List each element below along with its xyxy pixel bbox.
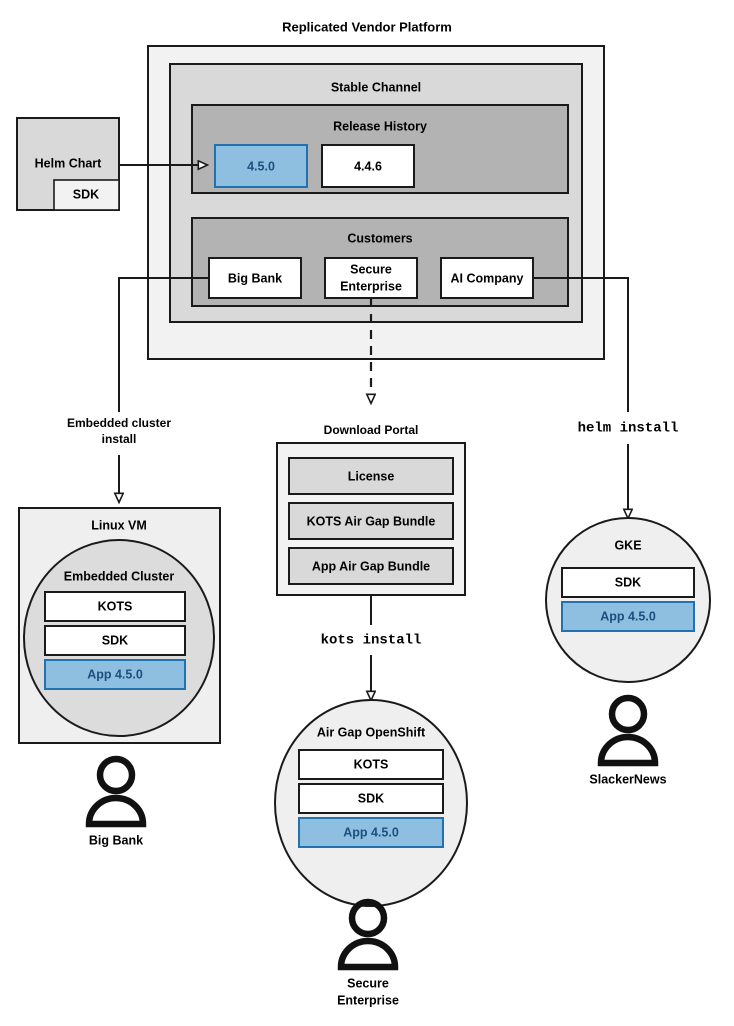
page-title: Replicated Vendor Platform bbox=[282, 19, 452, 34]
customer-secure-enterprise[interactable] bbox=[324, 257, 418, 299]
artifact-app-air-gap-bundle[interactable] bbox=[288, 547, 454, 585]
user-icon-secure-enterprise bbox=[337, 898, 399, 971]
release-card-4-5-0[interactable] bbox=[214, 144, 308, 188]
openshift-component-app[interactable] bbox=[298, 817, 444, 848]
artifact-kots-air-gap-bundle-label: KOTS Air Gap Bundle bbox=[307, 514, 436, 528]
customers-label: Customers bbox=[347, 231, 412, 245]
artifact-license-label: License bbox=[348, 469, 395, 483]
user-label-slackernews: SlackerNews bbox=[589, 772, 666, 786]
release-history-label: Release History bbox=[333, 119, 427, 133]
user-icon-big-bank bbox=[85, 755, 147, 828]
user-label-big-bank: Big Bank bbox=[89, 833, 143, 847]
linux-vm-component-kots-label: KOTS bbox=[98, 599, 133, 613]
helm-chart-label: Helm Chart bbox=[35, 156, 103, 170]
customer-big-bank[interactable] bbox=[208, 257, 302, 299]
openshift-component-app-label: App 4.5.0 bbox=[343, 825, 399, 839]
gke-component-app-label: App 4.5.0 bbox=[600, 609, 656, 623]
flow-kots-install-label: kots install bbox=[321, 633, 422, 649]
customer-ai-company-label: AI Company bbox=[451, 271, 524, 285]
release-card-4-4-6-label: 4.4.6 bbox=[354, 159, 382, 173]
helm-chart-sdk-label: SDK bbox=[73, 187, 99, 201]
stable-channel-label: Stable Channel bbox=[331, 80, 421, 94]
target-air-gap-openshift-label: Air Gap OpenShift bbox=[317, 725, 426, 739]
openshift-component-kots-label: KOTS bbox=[354, 757, 389, 771]
artifact-kots-air-gap-bundle[interactable] bbox=[288, 502, 454, 540]
target-gke-ellipse bbox=[545, 517, 711, 683]
openshift-component-sdk[interactable] bbox=[298, 783, 444, 814]
target-linux-vm-label: Linux VM bbox=[91, 518, 147, 532]
flow-helm-install-label: helm install bbox=[578, 421, 679, 437]
release-card-4-5-0-label: 4.5.0 bbox=[247, 159, 275, 173]
linux-vm-component-kots[interactable] bbox=[44, 591, 186, 622]
user-label-secure-enterprise-line1: Secure bbox=[347, 976, 389, 990]
download-portal-title: Download Portal bbox=[324, 423, 419, 437]
connector-ai-company-to-helm bbox=[533, 277, 629, 412]
helm-chart-sdk-box bbox=[53, 179, 120, 211]
flow-embedded-label-line1: Embedded cluster bbox=[67, 416, 171, 430]
flow-embedded-label-line2: install bbox=[102, 432, 137, 446]
linux-vm-component-app[interactable] bbox=[44, 659, 186, 690]
customer-secure-enterprise-label-line1: Secure bbox=[350, 262, 392, 276]
target-gke-label: GKE bbox=[614, 538, 641, 552]
release-card-4-4-6[interactable] bbox=[321, 144, 415, 188]
gke-component-sdk-label: SDK bbox=[615, 575, 641, 589]
user-icon-slackernews bbox=[597, 694, 659, 767]
openshift-component-sdk-label: SDK bbox=[358, 791, 384, 805]
openshift-component-kots[interactable] bbox=[298, 749, 444, 780]
linux-vm-component-app-label: App 4.5.0 bbox=[87, 667, 143, 681]
artifact-app-air-gap-bundle-label: App Air Gap Bundle bbox=[312, 559, 430, 573]
gke-component-app[interactable] bbox=[561, 601, 695, 632]
connector-big-bank-to-embedded bbox=[118, 277, 209, 412]
linux-vm-component-sdk[interactable] bbox=[44, 625, 186, 656]
artifact-license[interactable] bbox=[288, 457, 454, 495]
customer-big-bank-label: Big Bank bbox=[228, 271, 282, 285]
customer-ai-company[interactable] bbox=[440, 257, 534, 299]
embedded-cluster-label: Embedded Cluster bbox=[64, 569, 175, 583]
user-label-secure-enterprise-line2: Enterprise bbox=[337, 993, 399, 1007]
customer-secure-enterprise-label-line2: Enterprise bbox=[340, 279, 402, 293]
linux-vm-component-sdk-label: SDK bbox=[102, 633, 128, 647]
gke-component-sdk[interactable] bbox=[561, 567, 695, 598]
